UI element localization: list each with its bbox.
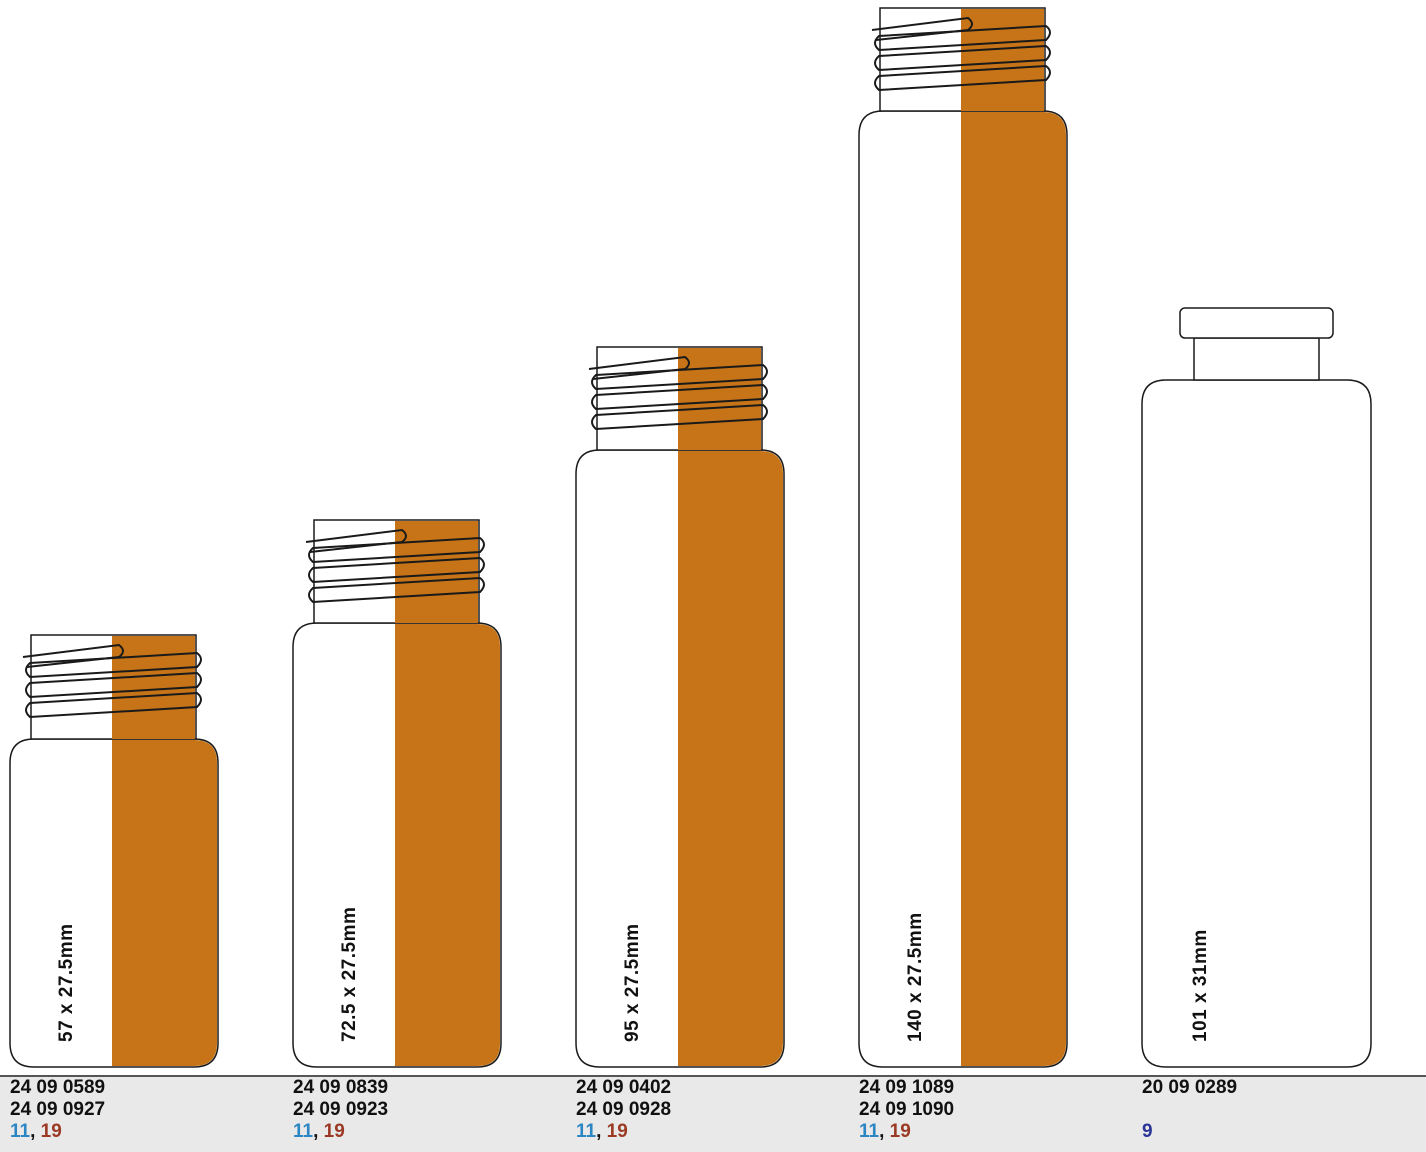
vial-101-body — [1141, 379, 1372, 1068]
vial-label-95: 95 x 27.5mm — [622, 923, 643, 1042]
vial-140-thread — [874, 24, 1051, 52]
ref-separator: , — [596, 1121, 607, 1142]
ref-number: 11 — [576, 1121, 597, 1142]
vial-140-thread — [874, 64, 1051, 92]
ref-number: 19 — [40, 1121, 62, 1142]
vial-95-thread — [591, 403, 768, 431]
ref-number: 11 — [293, 1121, 314, 1142]
codes-vial-57: 24 09 0589 24 09 0927 11, 19 — [10, 1077, 105, 1143]
ref-number: 9 — [1142, 1121, 1153, 1142]
vial-label-57: 57 x 27.5mm — [56, 923, 77, 1042]
vial-140-body-amber — [961, 112, 1066, 1066]
ref-number: 11 — [859, 1121, 880, 1142]
reference-numbers: 11, 19 — [576, 1121, 671, 1143]
reference-numbers: 11, 19 — [10, 1121, 105, 1143]
vial-101-neck — [1193, 337, 1320, 381]
vial-label-72: 72.5 x 27.5mm — [339, 906, 360, 1042]
vial-57-thread-start — [22, 643, 124, 668]
product-code: 24 09 1090 — [859, 1099, 955, 1120]
product-code: 24 09 0402 — [576, 1077, 672, 1098]
vial-95-thread — [591, 363, 768, 391]
ref-number: 19 — [606, 1121, 628, 1142]
vial-140-thread — [874, 44, 1051, 72]
reference-numbers: 9 — [1142, 1121, 1237, 1143]
product-code: 20 09 0289 — [1142, 1077, 1238, 1098]
product-code: 24 09 0928 — [576, 1099, 672, 1120]
vial-140-thread-start — [871, 16, 973, 41]
vial-72-thread — [308, 536, 485, 564]
product-code: 24 09 0589 — [10, 1077, 106, 1098]
vial-label-140: 140 x 27.5mm — [905, 912, 926, 1042]
vial-95-body-amber — [678, 451, 783, 1066]
product-code: 24 09 0839 — [293, 1077, 389, 1098]
product-code: 24 09 1089 — [859, 1077, 955, 1098]
vial-57-thread — [25, 691, 202, 719]
product-code: 24 09 0927 — [10, 1099, 106, 1120]
vial-57-thread — [25, 671, 202, 699]
ref-separator: , — [879, 1121, 890, 1142]
codes-vial-72: 24 09 0839 24 09 0923 11, 19 — [293, 1077, 388, 1143]
codes-vial-140: 24 09 1089 24 09 1090 11, 19 — [859, 1077, 954, 1143]
product-code: 24 09 0923 — [293, 1099, 389, 1120]
codes-vial-101: 20 09 0289 9 — [1142, 1077, 1237, 1143]
vial-72-thread — [308, 556, 485, 584]
vial-95-thread-start — [588, 355, 690, 380]
vial-72-thread — [308, 576, 485, 604]
ref-separator: , — [313, 1121, 324, 1142]
blank-line — [1142, 1099, 1237, 1121]
vial-57-body-amber — [112, 740, 217, 1066]
vial-95-thread — [591, 383, 768, 411]
vial-drawing — [9, 7, 1372, 1068]
ref-number: 19 — [889, 1121, 911, 1142]
product-code-footer: 24 09 0589 24 09 0927 11, 19 24 09 0839 … — [0, 1075, 1426, 1152]
vial-label-101: 101 x 31mm — [1190, 929, 1211, 1042]
vial-72-thread-start — [305, 528, 407, 553]
reference-numbers: 11, 19 — [293, 1121, 388, 1143]
codes-vial-95: 24 09 0402 24 09 0928 11, 19 — [576, 1077, 671, 1143]
ref-number: 19 — [323, 1121, 345, 1142]
vial-72-body-amber — [395, 624, 500, 1066]
vial-57-thread — [25, 651, 202, 679]
ref-number: 11 — [10, 1121, 31, 1142]
vial-101-crimp-lip — [1179, 307, 1334, 339]
ref-separator: , — [30, 1121, 41, 1142]
reference-numbers: 11, 19 — [859, 1121, 954, 1143]
